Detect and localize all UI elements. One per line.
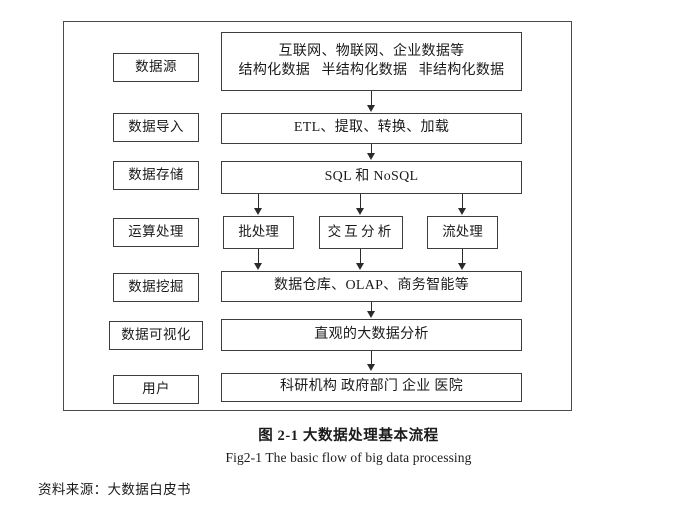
content-box-interactive-analysis: 交互分析 — [319, 216, 403, 249]
arrowhead-interactive-to-mining — [356, 263, 364, 270]
data-import-text: ETL、提取、转换、加载 — [293, 120, 450, 136]
connector-storage-to-batch — [258, 194, 260, 209]
stage-label-text: 数据存储 — [128, 167, 184, 183]
connector-mining-to-visualization — [371, 302, 373, 312]
connector-visualization-to-users — [371, 351, 373, 365]
content-box-users: 科研机构 政府部门 企业 医院 — [221, 373, 522, 402]
arrowhead-visualization-to-users — [367, 364, 375, 371]
data-storage-text: SQL 和 NoSQL — [324, 169, 419, 185]
stage-label-text: 数据源 — [135, 59, 177, 75]
stage-label-text: 数据导入 — [128, 119, 184, 135]
content-box-data-import: ETL、提取、转换、加载 — [221, 113, 522, 144]
arrowhead-source-to-import — [367, 105, 375, 112]
diagram-frame: 数据源 数据导入 数据存储 运算处理 数据挖掘 数据可视化 用户 互联网、物联网… — [63, 21, 572, 411]
arrowhead-stream-to-mining — [458, 263, 466, 270]
content-box-data-mining: 数据仓库、OLAP、商务智能等 — [221, 271, 522, 302]
source-note: 资料来源：大数据白皮书 — [38, 482, 191, 497]
stage-label-data-source: 数据源 — [113, 53, 199, 82]
arrowhead-mining-to-visualization — [367, 311, 375, 318]
arrowhead-storage-to-interactive — [356, 208, 364, 215]
stage-label-data-storage: 数据存储 — [113, 161, 199, 190]
connector-storage-to-interactive — [360, 194, 362, 209]
content-box-data-visualization: 直观的大数据分析 — [221, 319, 522, 351]
content-box-data-source: 互联网、物联网、企业数据等 结构化数据 半结构化数据 非结构化数据 — [221, 32, 522, 91]
figure-caption-english: Fig2-1 The basic flow of big data proces… — [225, 450, 472, 465]
stage-label-data-mining: 数据挖掘 — [113, 273, 199, 302]
interactive-analysis-text: 交互分析 — [327, 224, 395, 240]
connector-batch-to-mining — [258, 249, 260, 264]
arrowhead-batch-to-mining — [254, 263, 262, 270]
stage-label-data-visualization: 数据可视化 — [109, 321, 203, 350]
arrowhead-storage-to-batch — [254, 208, 262, 215]
connector-stream-to-mining — [462, 249, 464, 264]
stage-label-users: 用户 — [113, 375, 199, 404]
stage-label-text: 用户 — [142, 381, 170, 397]
users-text: 科研机构 政府部门 企业 医院 — [280, 379, 463, 395]
connector-source-to-import — [371, 91, 373, 106]
batch-processing-text: 批处理 — [238, 224, 279, 240]
data-source-line-1: 互联网、物联网、企业数据等 — [278, 43, 465, 59]
stage-label-text: 数据可视化 — [121, 327, 191, 343]
stage-label-text: 运算处理 — [128, 224, 184, 240]
data-visualization-text: 直观的大数据分析 — [314, 326, 429, 342]
arrowhead-storage-to-stream — [458, 208, 466, 215]
connector-import-to-storage — [371, 144, 373, 154]
arrowhead-import-to-storage — [367, 153, 375, 160]
stream-processing-text: 流处理 — [442, 224, 483, 240]
connector-storage-to-stream — [462, 194, 464, 209]
connector-interactive-to-mining — [360, 249, 362, 264]
figure-caption-chinese: 图 2-1 大数据处理基本流程 — [258, 428, 439, 444]
stage-label-data-import: 数据导入 — [113, 113, 199, 142]
stage-label-computation: 运算处理 — [113, 218, 199, 247]
content-box-data-storage: SQL 和 NoSQL — [221, 161, 522, 194]
content-box-batch-processing: 批处理 — [223, 216, 294, 249]
stage-label-text: 数据挖掘 — [128, 279, 184, 295]
data-mining-text: 数据仓库、OLAP、商务智能等 — [273, 278, 470, 294]
data-source-line-2: 结构化数据 半结构化数据 非结构化数据 — [238, 62, 505, 78]
content-box-stream-processing: 流处理 — [427, 216, 498, 249]
